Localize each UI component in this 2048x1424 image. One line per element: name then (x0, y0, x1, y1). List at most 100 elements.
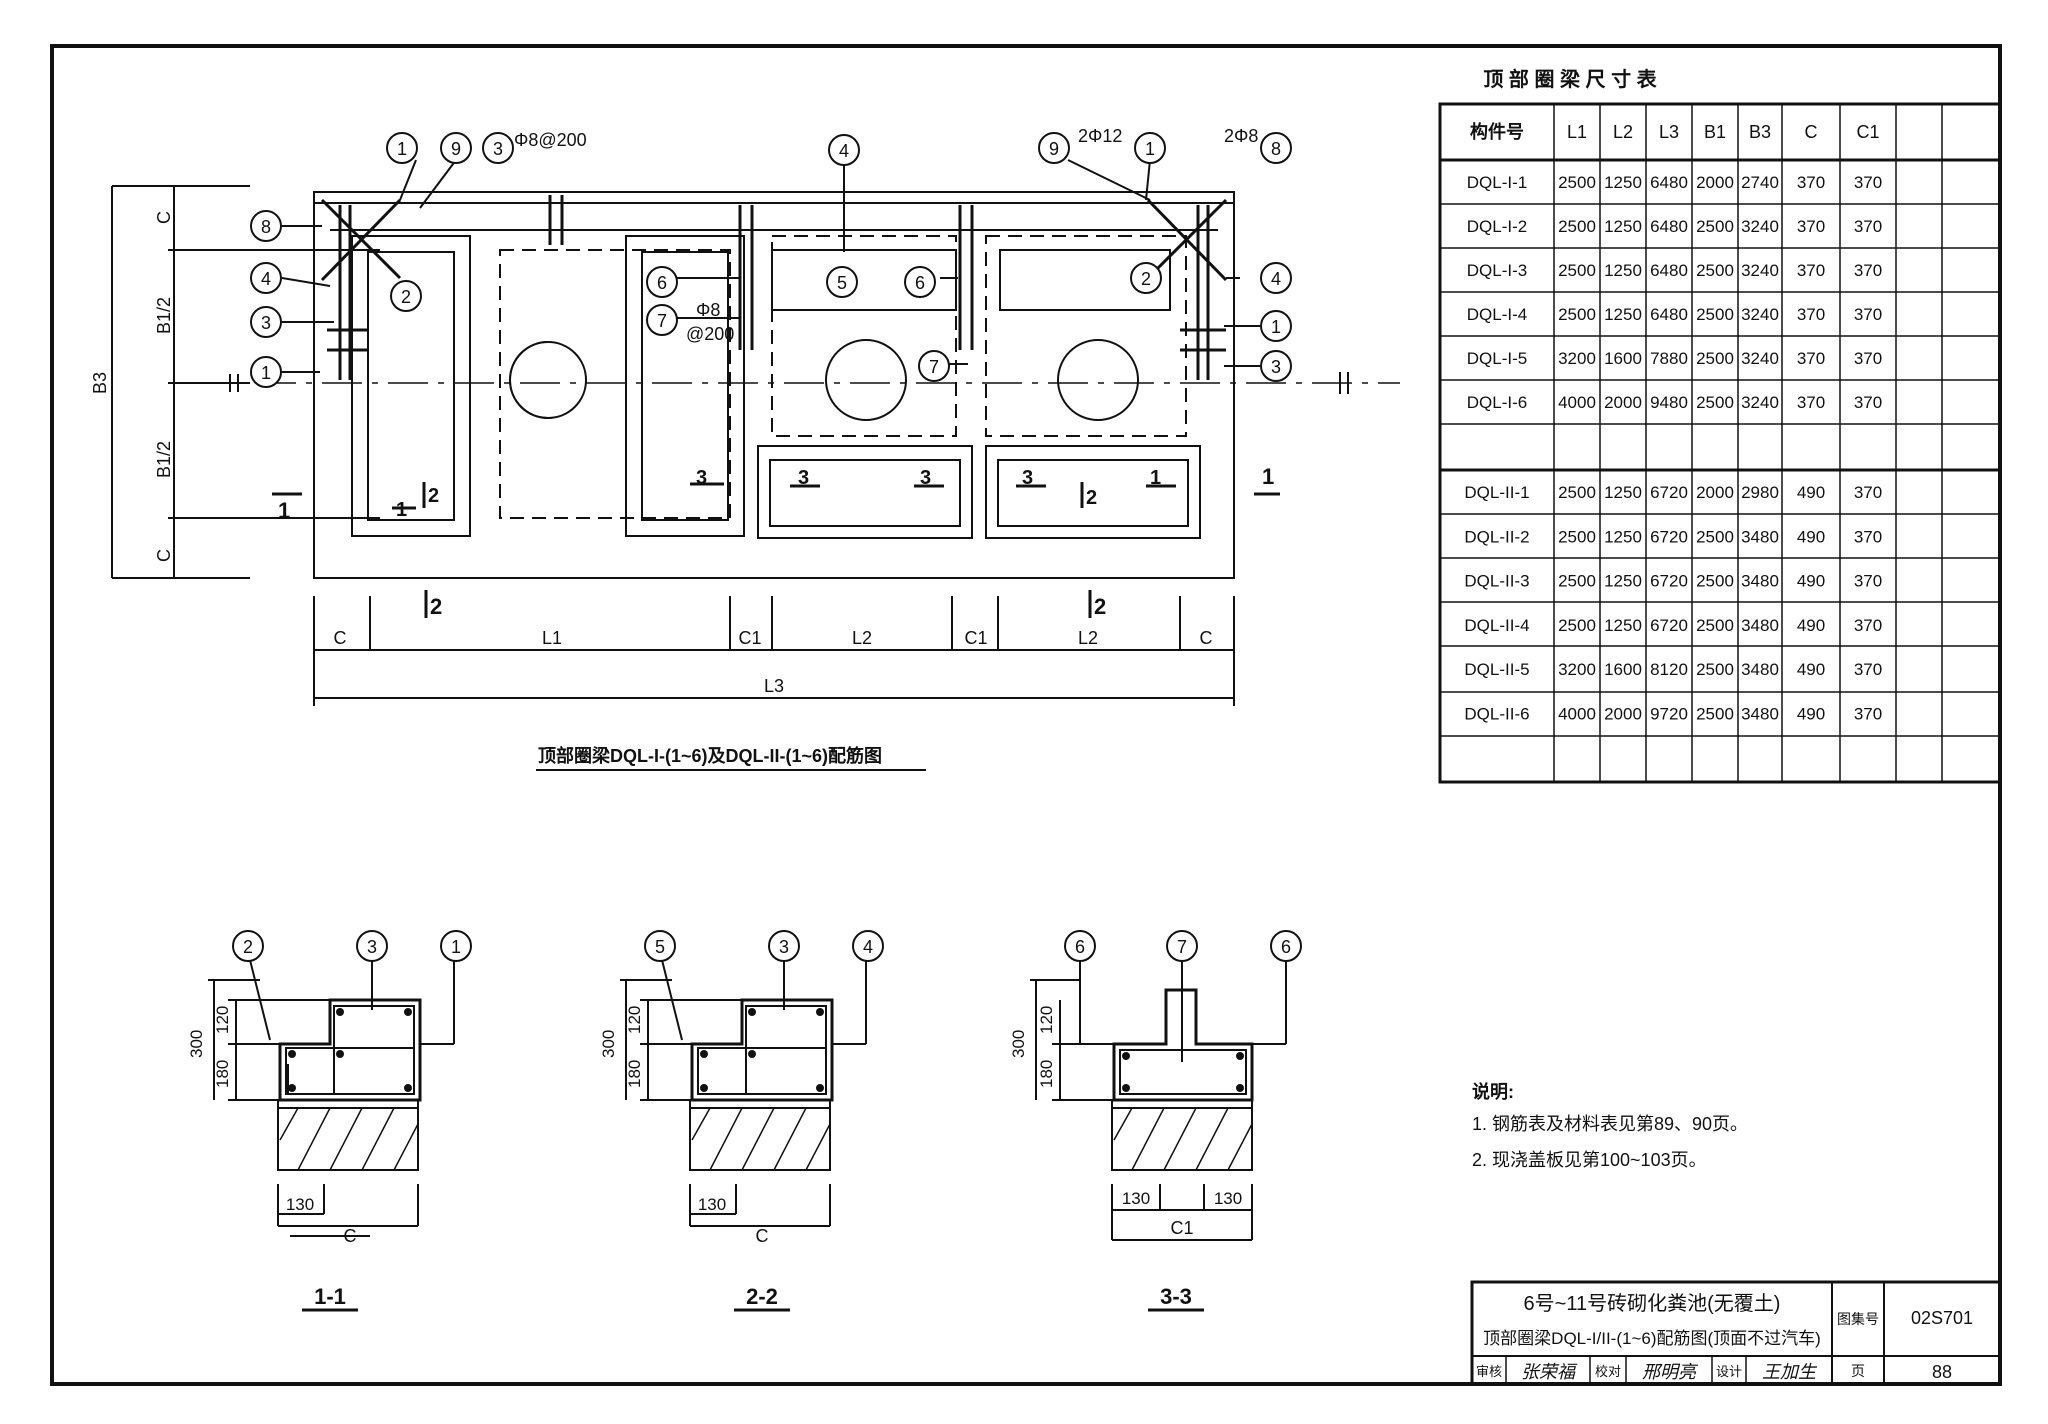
svg-text:3: 3 (1271, 357, 1281, 377)
size-table-title: 顶 部 圈 梁 尺 寸 表 (1483, 67, 1657, 91)
page-number: 88 (1932, 1362, 1952, 1382)
notes-heading: 说明: (1472, 1081, 1514, 1102)
section-mark-1-chamber: 1 (396, 499, 407, 521)
bubble-1-top-right: 1 (1134, 132, 1166, 164)
dim-label-c-right: C (1200, 628, 1213, 648)
dim-120: 120 (213, 1006, 232, 1034)
table-cell: 4000 (1558, 393, 1596, 412)
section-mark-3-b: 3 (920, 467, 931, 489)
table-cell: 6720 (1650, 616, 1688, 635)
table-cell: 370 (1797, 173, 1825, 192)
table-cell: 1600 (1604, 660, 1642, 679)
section-3-3: 6 7 6 300 120 180 130 130 C1 3-3 (1009, 930, 1302, 1312)
svg-text:6: 6 (915, 273, 925, 293)
table-cell: 370 (1854, 261, 1882, 280)
bubble-2-right-chamber: 2 (1130, 262, 1162, 294)
section-bubble: 5 (655, 937, 665, 957)
table-cell: 2500 (1558, 616, 1596, 635)
table-cell: 1250 (1604, 217, 1642, 236)
table-cell: DQL-I-3 (1467, 261, 1527, 280)
section-bubble: 7 (1177, 937, 1187, 957)
table-cell: 2000 (1604, 705, 1642, 724)
table-cell: 2500 (1696, 660, 1734, 679)
table-cell: 2500 (1696, 572, 1734, 591)
section-mark-2-d: 2 (1086, 487, 1097, 509)
table-cell: DQL-II-1 (1464, 483, 1529, 502)
table-cell: 370 (1854, 572, 1882, 591)
table-cell: 370 (1854, 305, 1882, 324)
bubble-6-center-left: 6 (646, 266, 678, 298)
table-cell: 2500 (1696, 705, 1734, 724)
bubble-3-top-left: 3 (482, 132, 514, 164)
table-cell: 2500 (1696, 217, 1734, 236)
dim-label-b1-half-bottom: B1/2 (154, 441, 174, 478)
svg-text:3: 3 (261, 313, 271, 333)
dim-300: 300 (1009, 1030, 1028, 1058)
table-cell: 370 (1797, 305, 1825, 324)
bubble-7-center-left: 7 (646, 304, 678, 336)
dim-130: 130 (286, 1195, 314, 1214)
dim-300: 300 (599, 1030, 618, 1058)
svg-text:8: 8 (261, 217, 271, 237)
section-bubble: 3 (779, 937, 789, 957)
table-cell: 370 (1797, 349, 1825, 368)
table-header-cell: C1 (1856, 122, 1879, 142)
section-mark-3-c: 3 (1022, 467, 1033, 489)
table-cell: 490 (1797, 572, 1825, 591)
table-cell: 370 (1797, 393, 1825, 412)
table-cell: 3240 (1741, 305, 1779, 324)
section-mark-2-bottom-right: 2 (1094, 594, 1106, 619)
plan-labels: Φ8@200 2Φ12 2Φ8 Φ8 @200 C B1/2 B1/2 C B3… (90, 126, 1274, 771)
section-mark-2-chamber: 2 (428, 485, 439, 507)
design-label: 设计 (1716, 1364, 1742, 1379)
design-signature: 王加生 (1762, 1362, 1818, 1382)
section-bubble: 2 (243, 937, 253, 957)
table-cell: 1250 (1604, 483, 1642, 502)
svg-text:3: 3 (493, 139, 503, 159)
dim-label-c-bottom: C (154, 549, 174, 562)
table-header-cell: L2 (1613, 122, 1633, 142)
review-label: 审核 (1476, 1364, 1502, 1379)
dim-base: C (756, 1226, 769, 1246)
dim-base: C1 (1170, 1218, 1193, 1238)
table-header-cell: B3 (1749, 122, 1771, 142)
section-mark-2-bottom-left: 2 (430, 594, 442, 619)
section-label: 2-2 (746, 1284, 778, 1309)
table-cell: 2500 (1696, 261, 1734, 280)
dim-130-left: 130 (1122, 1189, 1150, 1208)
table-header-cell: B1 (1704, 122, 1726, 142)
table-cell: DQL-I-1 (1467, 173, 1527, 192)
section-mark-3-chamber: 3 (696, 467, 707, 489)
svg-text:4: 4 (261, 269, 271, 289)
section-mark-1-e: 1 (1150, 467, 1161, 489)
title-line-1: 6号~11号砖砌化粪池(无覆土) (1524, 1292, 1781, 1315)
table-cell: 2500 (1558, 483, 1596, 502)
table-cell: DQL-II-3 (1464, 572, 1529, 591)
svg-text:7: 7 (657, 311, 667, 331)
bubble-5-center: 5 (826, 266, 858, 298)
table-cell: 3480 (1741, 616, 1779, 635)
table-header-cell: L1 (1567, 122, 1587, 142)
table-cell: 3480 (1741, 660, 1779, 679)
svg-text:1: 1 (261, 363, 271, 383)
rebar-note-top-left: Φ8@200 (514, 130, 587, 150)
bubble-3-right: 3 (1260, 350, 1292, 382)
svg-text:9: 9 (1049, 139, 1059, 159)
table-cell: 2500 (1558, 173, 1596, 192)
table-cell: 2500 (1558, 261, 1596, 280)
bubble-2-left-chamber: 2 (390, 280, 422, 312)
table-cell: 1600 (1604, 349, 1642, 368)
table-cell: 490 (1797, 660, 1825, 679)
svg-text:1: 1 (1271, 317, 1281, 337)
dim-label-l1: L1 (542, 628, 562, 648)
section-mark-3-a: 3 (798, 467, 809, 489)
table-cell: 2500 (1696, 527, 1734, 546)
table-cell: 2740 (1741, 173, 1779, 192)
table-cell: 370 (1854, 705, 1882, 724)
table-cell: 6720 (1650, 483, 1688, 502)
table-cell: 370 (1797, 217, 1825, 236)
